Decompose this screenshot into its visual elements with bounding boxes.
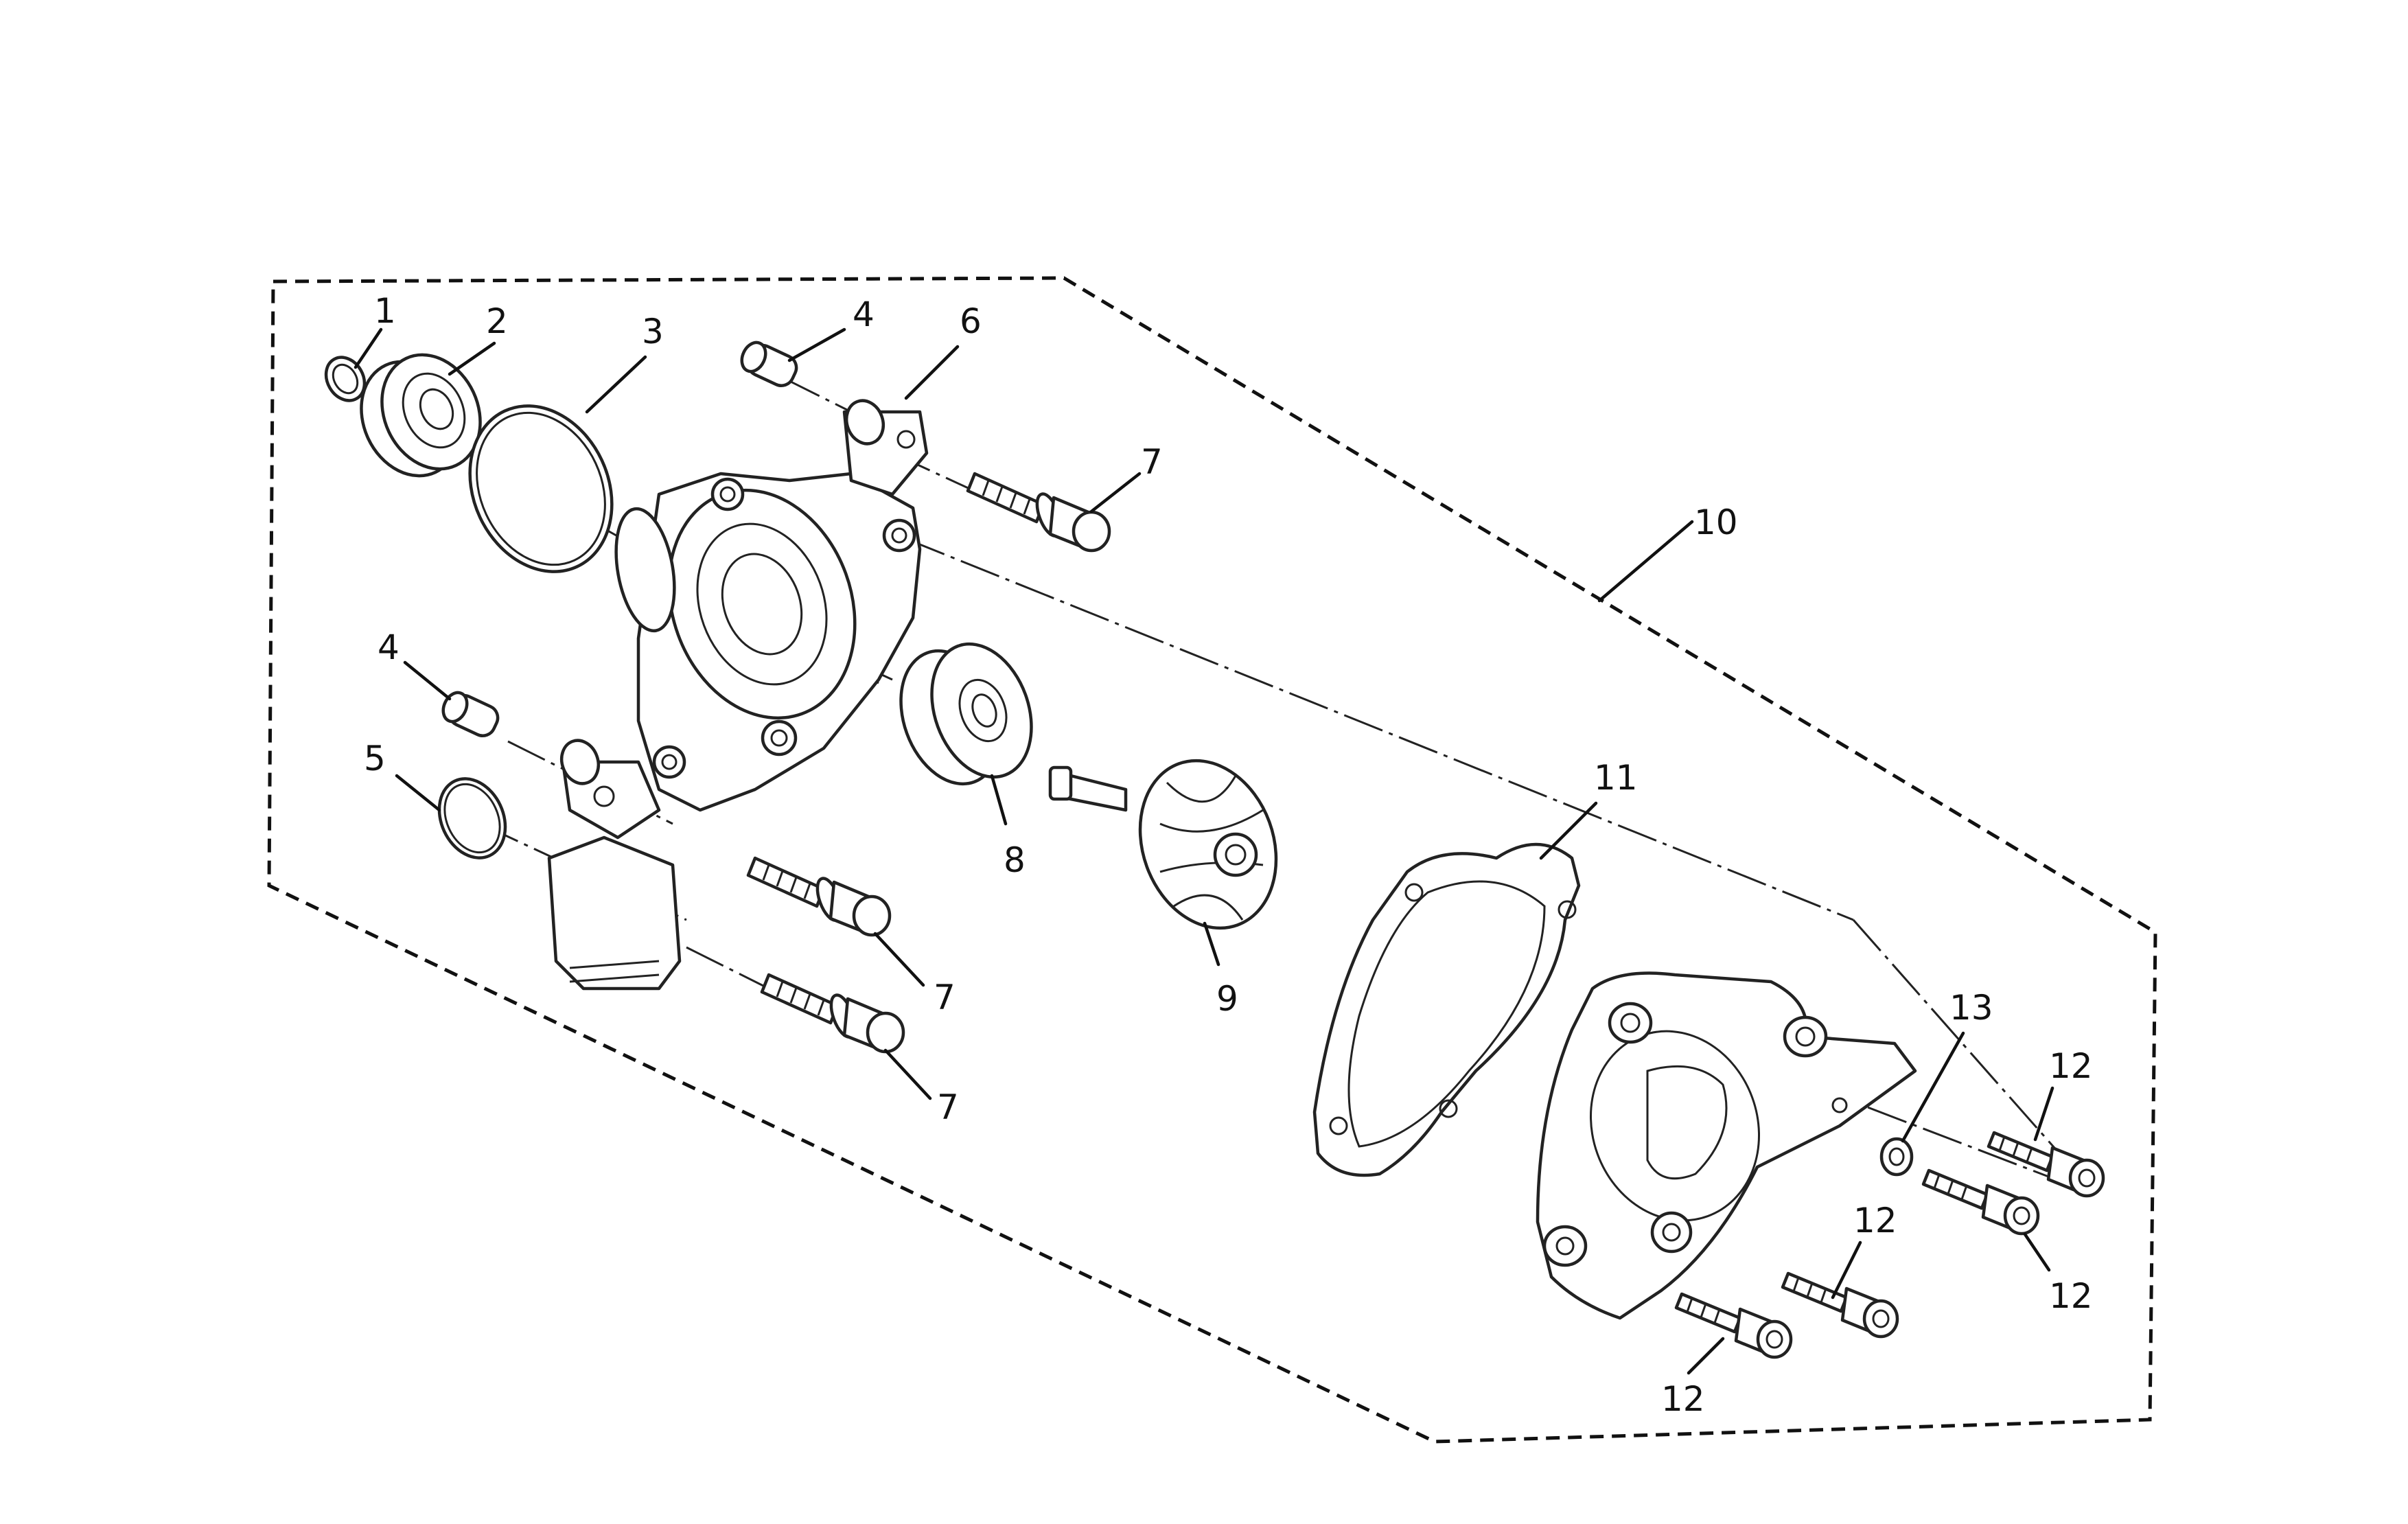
- socket-bolt-4: [1674, 1292, 1793, 1359]
- gasket-part: [1312, 842, 1581, 1177]
- callout-7-upper: 7: [1141, 442, 1163, 482]
- callout-6: 6: [960, 301, 982, 341]
- impeller-part: [1048, 759, 1278, 930]
- flange-bolt-upper: [966, 472, 1111, 553]
- callout-12-c: 12: [2049, 1276, 2093, 1316]
- socket-bolt-1: [1987, 1131, 2105, 1198]
- callout-12-b: 12: [1853, 1201, 1897, 1240]
- callout-12-d: 12: [1661, 1379, 1705, 1419]
- callout-4-upper: 4: [853, 295, 875, 334]
- callout-labels: 1 2 3 4 6 7 10 4 5 8 11 7 9 13 7 12 12 1…: [364, 291, 2093, 1419]
- callout-12-a: 12: [2049, 1046, 2093, 1086]
- flange-bolt-lower: [760, 973, 905, 1054]
- callout-7-middle: 7: [934, 978, 956, 1017]
- pump-cover-part: [1536, 971, 1917, 1320]
- callout-11: 11: [1594, 758, 1638, 798]
- callout-1: 1: [374, 291, 396, 331]
- washer-part: [1879, 1137, 1914, 1177]
- callout-10: 10: [1694, 503, 1738, 542]
- assembly-boundary: [267, 276, 2157, 1444]
- callout-7-lower: 7: [937, 1087, 959, 1127]
- small-o-ring-part: [437, 777, 507, 859]
- large-o-ring-part: [468, 404, 614, 573]
- flange-bolt-middle: [746, 856, 892, 937]
- mechanical-seal-part: [899, 642, 1033, 786]
- callout-5: 5: [364, 739, 386, 778]
- pump-housing-part: [547, 399, 929, 991]
- dowel-pin-upper-part: [740, 340, 798, 387]
- socket-bolt-2: [1921, 1168, 2040, 1236]
- callout-8: 8: [1004, 840, 1026, 880]
- callout-13: 13: [1949, 988, 1993, 1028]
- bearing-part: [360, 353, 482, 478]
- callout-9: 9: [1216, 979, 1238, 1019]
- socket-bolt-3: [1781, 1271, 1899, 1339]
- callout-2: 2: [486, 301, 508, 341]
- callout-3: 3: [642, 312, 664, 351]
- callout-leaders: [354, 327, 2054, 1375]
- callout-4-lower: 4: [378, 627, 400, 667]
